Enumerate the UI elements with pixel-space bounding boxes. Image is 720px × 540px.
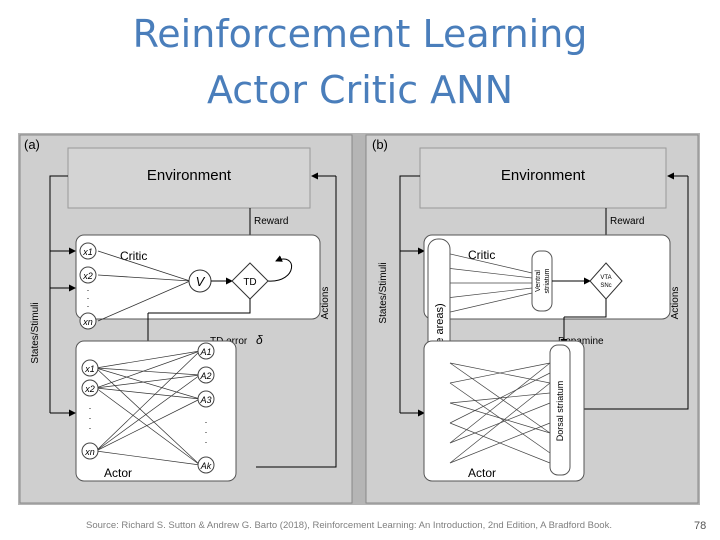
actor-output-a1: A1 [199,347,211,357]
environment-box-b [419,147,667,209]
actor-label: Actor [104,466,132,480]
delta-symbol: δ [256,333,263,347]
svg-text:·: · [205,437,208,447]
actor-input-x1: x1 [84,364,95,374]
actions-label-b: Actions [670,287,681,320]
critic-input-x2: x2 [82,271,93,281]
critic-input-x1: x1 [82,247,93,257]
value-node: V [196,274,206,289]
critic-input-xn: xn [82,317,93,327]
environment-label-b: Environment [501,167,586,184]
actor-label-b: Actor [468,466,496,480]
svg-text:·: · [87,285,90,295]
snc-label: SNc [600,283,611,289]
actor-input-xn: xn [84,447,95,457]
actor-output-a2: A2 [199,371,211,381]
slide-title-line2: Actor Critic ANN [206,68,514,112]
dopamine-label: Dopamine [558,336,604,347]
slide-title-line1: Reinforcement Learning [132,12,588,56]
critic-label-b: Critic [468,248,495,262]
states-label: States/Stimuli [30,302,41,363]
actor-input-x2: x2 [84,384,95,394]
actor-box [75,340,237,482]
svg-text:·: · [89,423,92,433]
svg-text:·: · [89,413,92,423]
vta-label: VTA [600,275,611,281]
reward-label-b: Reward [610,216,644,227]
actor-output-a3: A3 [199,395,211,405]
svg-text:·: · [205,427,208,437]
source-citation: Source: Richard S. Sutton & Andrew G. Ba… [86,520,612,531]
actor-critic-figure: (a) Environment Reward States/Stimuli Ac… [18,133,700,505]
actor-output-ak: Ak [200,461,212,471]
dorsal-label: Dorsal striatum [555,381,565,442]
svg-text:·: · [87,293,90,303]
svg-text:·: · [89,403,92,413]
svg-text:·: · [87,301,90,311]
page-number: 78 [694,520,707,532]
panel-b-label: (b) [372,137,388,152]
critic-label: Critic [120,249,147,263]
reward-label: Reward [254,216,288,227]
actions-label: Actions [320,287,331,320]
states-label-b: States/Stimuli [378,262,389,323]
panel-a: (a) Environment Reward States/Stimuli Ac… [19,134,353,504]
td-label: TD [243,277,256,288]
svg-text:·: · [205,417,208,427]
panel-b: (b) Environment Reward States/Stimuli Ac… [365,134,699,504]
ventral-label-2: striatum [544,268,551,293]
panel-a-label: (a) [24,137,40,152]
dorsal-striatum [549,344,571,476]
environment-label: Environment [147,167,232,184]
environment-box [67,147,311,209]
ventral-label-1: Ventral [535,270,542,292]
